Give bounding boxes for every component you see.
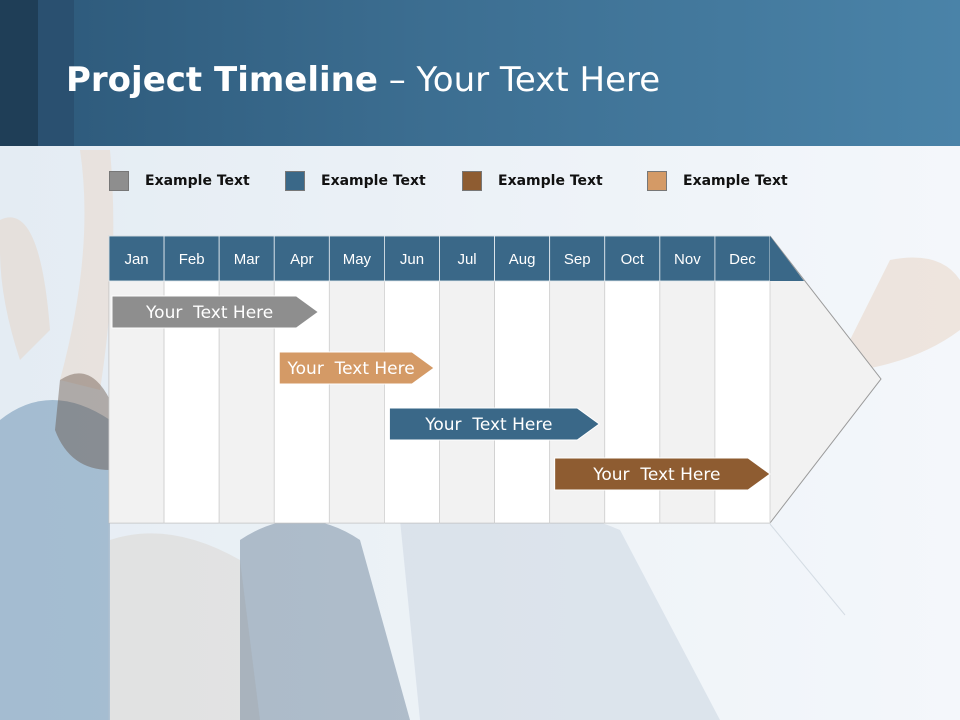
month-label-jun: Jun xyxy=(400,251,424,268)
header-accent-strip-2 xyxy=(38,0,74,146)
month-header-cell-jul xyxy=(439,235,495,282)
timeline-reflection xyxy=(108,523,846,720)
legend-label-1: Example Text xyxy=(145,173,250,189)
legend-label-2: Example Text xyxy=(321,173,426,189)
month-header-cell-apr xyxy=(273,235,330,282)
month-label-oct: Oct xyxy=(621,251,645,268)
month-header-cell-oct xyxy=(604,235,661,282)
timeline-bar-label-4: Your Text Here xyxy=(592,465,720,485)
header-band: Project Timeline – Your Text Here xyxy=(0,0,960,146)
legend-swatch-3 xyxy=(462,171,482,191)
header-accent-strip xyxy=(0,0,38,146)
timeline-bar-label-3: Your Text Here xyxy=(424,415,552,435)
timeline-bar-1 xyxy=(111,295,320,329)
legend-swatch-4 xyxy=(647,171,667,191)
month-header-cell-may xyxy=(328,235,385,282)
timeline-bar-4 xyxy=(554,457,771,491)
title-rest: – Your Text Here xyxy=(377,60,661,100)
month-column-jul xyxy=(439,280,495,524)
legend-swatch-1 xyxy=(109,171,129,191)
month-header-cell-jan xyxy=(108,235,165,282)
slide-title: Project Timeline – Your Text Here xyxy=(66,60,660,100)
month-label-dec: Dec xyxy=(729,251,756,268)
timeline-bar-label-1: Your Text Here xyxy=(145,303,273,323)
month-label-may: May xyxy=(343,251,372,268)
month-label-aug: Aug xyxy=(509,251,536,268)
month-header-cell-jun xyxy=(384,235,440,282)
timeline-bar-3 xyxy=(388,407,601,441)
timeline-header-tip xyxy=(770,236,804,281)
legend-label-4: Example Text xyxy=(683,173,788,189)
month-column-may xyxy=(328,280,385,524)
month-column-aug xyxy=(494,280,551,524)
month-label-jul: Jul xyxy=(457,251,476,268)
legend-label-3: Example Text xyxy=(498,173,603,189)
month-label-mar: Mar xyxy=(234,251,260,268)
month-header-cell-aug xyxy=(494,235,551,282)
month-label-apr: Apr xyxy=(290,251,313,268)
month-column-jun xyxy=(384,280,440,524)
timeline-bar-label-2: Your Text Here xyxy=(287,359,415,379)
month-header-cell-sep xyxy=(549,235,606,282)
month-header-cell-mar xyxy=(218,235,275,282)
month-label-feb: Feb xyxy=(179,251,205,268)
month-header-cell-nov xyxy=(659,235,716,282)
legend-swatch-2 xyxy=(285,171,305,191)
month-header-cell-dec xyxy=(714,235,771,282)
month-label-sep: Sep xyxy=(564,251,591,268)
timeline-bar-2 xyxy=(278,351,435,385)
month-label-nov: Nov xyxy=(674,251,701,268)
title-bold: Project Timeline xyxy=(66,60,378,100)
month-label-jan: Jan xyxy=(124,251,148,268)
